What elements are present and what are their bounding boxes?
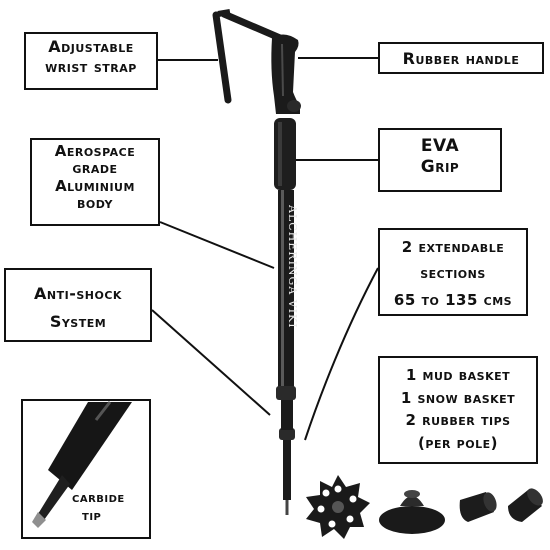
- lock-clamp: [279, 428, 295, 440]
- anti-shock-callout: Anti-shock System: [4, 268, 152, 342]
- callout-line: body: [76, 193, 114, 212]
- leader-extendable-sections: [304, 267, 379, 441]
- callout-line: System: [49, 312, 107, 331]
- rubber-tip-icon: [508, 488, 543, 522]
- pole-brand-text: ALCHERINGA VIKI: [286, 204, 299, 329]
- lock-clamp: [276, 386, 296, 400]
- carbide-tip-callout: carbide tip: [72, 490, 148, 534]
- callout-line: 2 extendable: [401, 238, 505, 256]
- callout-line: Anti-shock: [34, 284, 122, 303]
- callout-line: 1 mud basket: [405, 366, 511, 384]
- lower-shaft: [283, 440, 291, 500]
- rubber-tip-icon: [459, 492, 497, 522]
- wrist-strap-icon: [212, 9, 284, 104]
- eva-grip-callout: EVA Grip: [378, 128, 502, 192]
- callout-line: Adjustable: [48, 37, 134, 56]
- callout-line: 2 rubber tips: [405, 411, 511, 429]
- callout-line: Grip: [420, 157, 460, 178]
- callout-line: wrist strap: [45, 57, 137, 76]
- snow-basket-icon: [306, 475, 370, 539]
- accessories-callout: 1 mud basket 1 snow basket 2 rubber tips…: [378, 356, 538, 464]
- rubber-handle-icon: [271, 34, 301, 114]
- leader-anti-shock: [151, 309, 271, 416]
- wrist-strap-callout: Adjustable wrist strap: [24, 32, 158, 90]
- aluminium-body-callout: Aerospace grade Aluminium body: [30, 138, 160, 226]
- callout-line: Aerospace: [54, 142, 136, 160]
- rubber-handle-callout: Rubber handle: [378, 42, 544, 74]
- upper-shaft: ALCHERINGA VIKI: [278, 190, 299, 390]
- callout-line: tip: [82, 507, 102, 524]
- carbide-tip-icon: [32, 512, 46, 528]
- callout-line: carbide: [72, 490, 125, 506]
- callout-line: sections: [420, 264, 486, 283]
- leader-lines: [151, 57, 379, 441]
- extendable-sections-callout: 2 extendable sections 65 to 135 cms: [378, 228, 528, 316]
- leader-aluminium-body: [159, 221, 275, 269]
- callout-line: 65 to 135 cms: [393, 290, 513, 309]
- eva-grip-icon: [274, 118, 296, 190]
- callout-line: 1 snow basket: [400, 388, 516, 407]
- callout-line: grade: [72, 159, 118, 178]
- middle-shaft: [281, 400, 293, 430]
- callout-line: Rubber handle: [402, 49, 520, 68]
- callout-line: Aluminium: [55, 176, 135, 195]
- carbide-tip-inset: [21, 399, 151, 539]
- mud-basket-icon: [379, 490, 445, 534]
- callout-line: EVA: [420, 136, 460, 156]
- callout-line: (per pole): [418, 433, 498, 452]
